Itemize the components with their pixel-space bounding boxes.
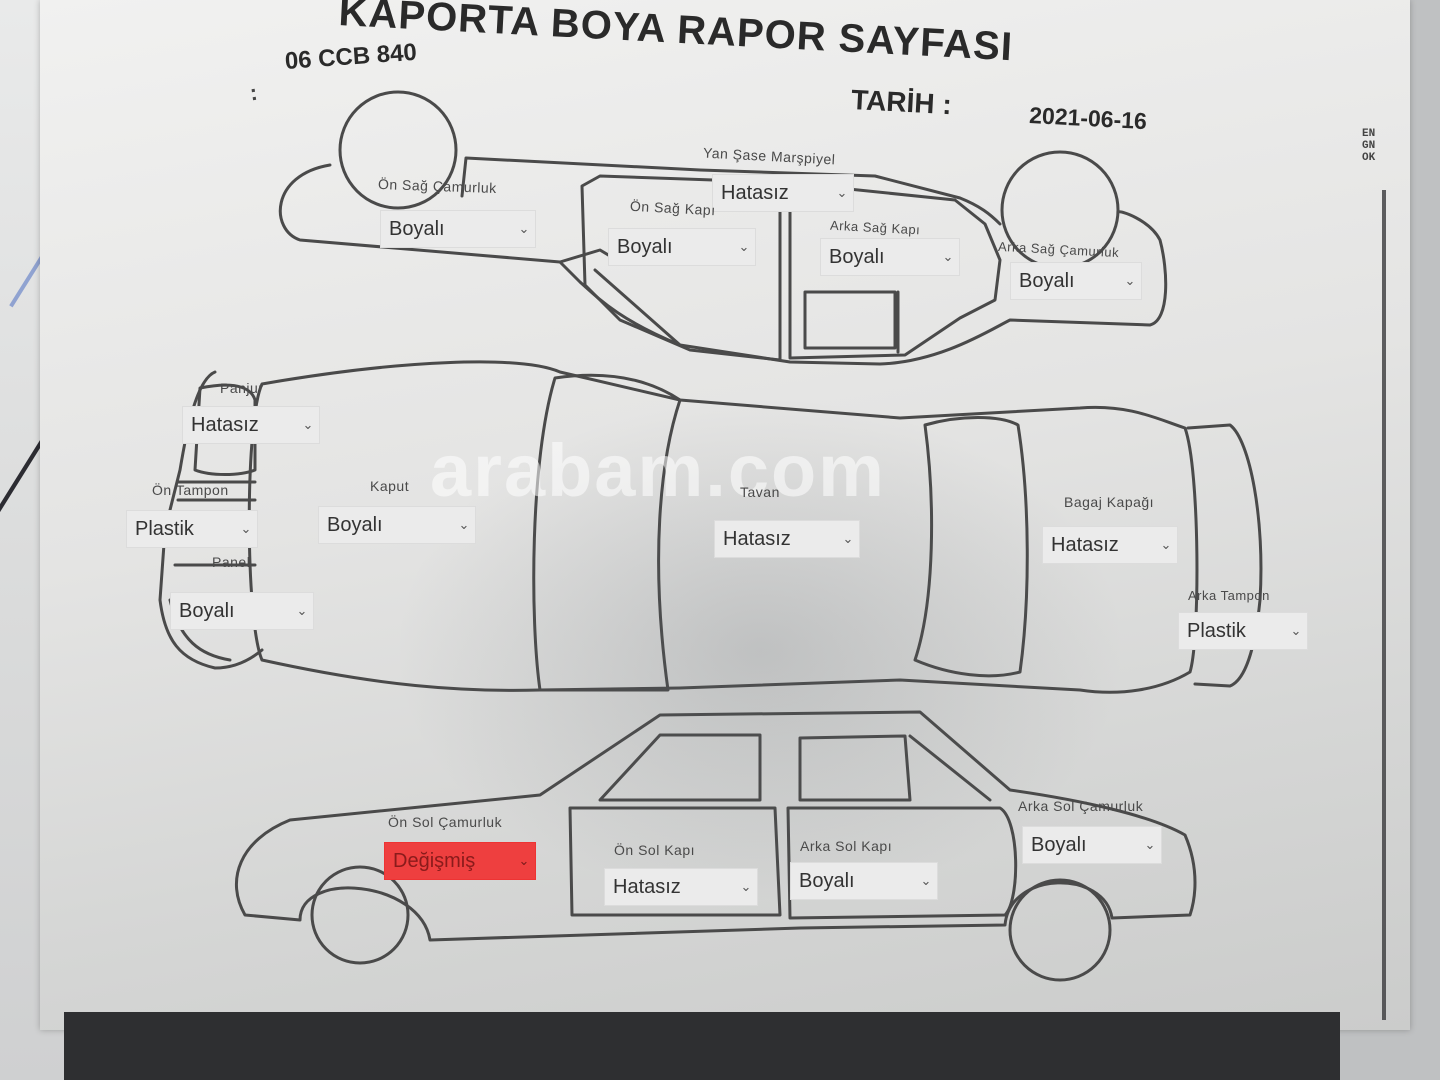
chevron-down-icon: ⌄	[302, 417, 314, 432]
select-value: Boyalı	[829, 245, 885, 268]
select-on-sag-kapi[interactable]: Boyalı ⌄	[608, 228, 756, 266]
chevron-down-icon: ⌄	[1160, 537, 1172, 552]
chevron-down-icon: ⌄	[1144, 837, 1156, 852]
select-value: Hatasız	[613, 875, 681, 898]
chevron-down-icon: ⌄	[518, 853, 530, 868]
select-value: Boyalı	[1031, 833, 1087, 856]
edge-text: EN GN OK	[1362, 128, 1376, 164]
chevron-down-icon: ⌄	[920, 873, 932, 888]
chevron-down-icon: ⌄	[740, 879, 752, 894]
select-value: Boyalı	[327, 513, 383, 536]
part-label-arka-sol-camurluk: Arka Sol Çamurluk	[1018, 798, 1144, 814]
rear-left-wheel	[1008, 878, 1112, 982]
chevron-down-icon: ⌄	[1290, 623, 1302, 638]
chevron-down-icon: ⌄	[1124, 273, 1136, 288]
chevron-down-icon: ⌄	[836, 185, 848, 200]
part-label-on-sol-kapi: Ön Sol Kapı	[614, 842, 695, 858]
part-label-panel: Panel	[212, 554, 251, 570]
front-right-wheel	[338, 90, 458, 210]
select-on-sol-camurluk[interactable]: Değişmiş ⌄	[384, 842, 536, 880]
part-label-kaput: Kaput	[370, 478, 410, 494]
select-on-sol-kapi[interactable]: Hatasız ⌄	[604, 868, 758, 906]
select-value: Plastik	[1187, 619, 1246, 642]
select-bagaj-kapagi[interactable]: Hatasız ⌄	[1042, 526, 1178, 564]
select-arka-tampon[interactable]: Plastik ⌄	[1178, 612, 1308, 650]
part-label-on-sol-camurluk: Ön Sol Çamurluk	[388, 814, 503, 830]
part-label-bagaj-kapagi: Bagaj Kapağı	[1064, 494, 1155, 510]
chevron-down-icon: ⌄	[942, 249, 954, 264]
sheet-right-edge	[1382, 190, 1386, 1020]
select-arka-sol-kapi[interactable]: Boyalı ⌄	[790, 862, 938, 900]
select-value: Boyalı	[617, 235, 673, 258]
select-on-tampon[interactable]: Plastik ⌄	[126, 510, 258, 548]
select-panel[interactable]: Boyalı ⌄	[170, 592, 314, 630]
chevron-down-icon: ⌄	[738, 239, 750, 254]
select-value: Boyalı	[799, 869, 855, 892]
select-arka-sol-camurluk[interactable]: Boyalı ⌄	[1022, 826, 1162, 864]
select-kaput[interactable]: Boyalı ⌄	[318, 506, 476, 544]
part-label-arka-sol-kapi: Arka Sol Kapı	[800, 838, 893, 854]
select-value: Hatasız	[191, 413, 259, 436]
select-arka-sag-camurluk[interactable]: Boyalı ⌄	[1010, 262, 1142, 300]
part-label-on-tampon: Ön Tampon	[152, 482, 229, 498]
select-value: Değişmiş	[393, 849, 476, 872]
chevron-down-icon: ⌄	[296, 603, 308, 618]
select-value: Boyalı	[179, 599, 235, 622]
select-value: Hatasız	[1051, 533, 1119, 556]
bottom-bar	[64, 1012, 1340, 1080]
right-side-view	[278, 90, 1168, 366]
front-left-wheel	[310, 865, 410, 965]
select-value: Boyalı	[1019, 269, 1075, 292]
part-label-tavan: Tavan	[740, 484, 780, 500]
date-label: TARİH :	[850, 84, 953, 121]
select-value: Plastik	[135, 517, 194, 540]
select-tavan[interactable]: Hatasız ⌄	[714, 520, 860, 558]
part-label-arka-tampon: Arka Tampon	[1188, 588, 1270, 603]
select-yan-sase-marspiyel[interactable]: Hatasız ⌄	[712, 174, 854, 212]
select-value: Boyalı	[389, 217, 445, 240]
select-value: Hatasız	[723, 527, 791, 550]
select-on-sag-camurluk[interactable]: Boyalı ⌄	[380, 210, 536, 248]
left-side-view	[235, 710, 1197, 982]
select-panjur[interactable]: Hatasız ⌄	[182, 406, 320, 444]
chevron-down-icon: ⌄	[240, 521, 252, 536]
chevron-down-icon: ⌄	[458, 517, 470, 532]
select-value: Hatasız	[721, 181, 789, 204]
part-label-panjur: Panjur	[220, 380, 264, 396]
chevron-down-icon: ⌄	[518, 221, 530, 236]
chevron-down-icon: ⌄	[842, 531, 854, 546]
select-arka-sag-kapi[interactable]: Boyalı ⌄	[820, 238, 960, 276]
